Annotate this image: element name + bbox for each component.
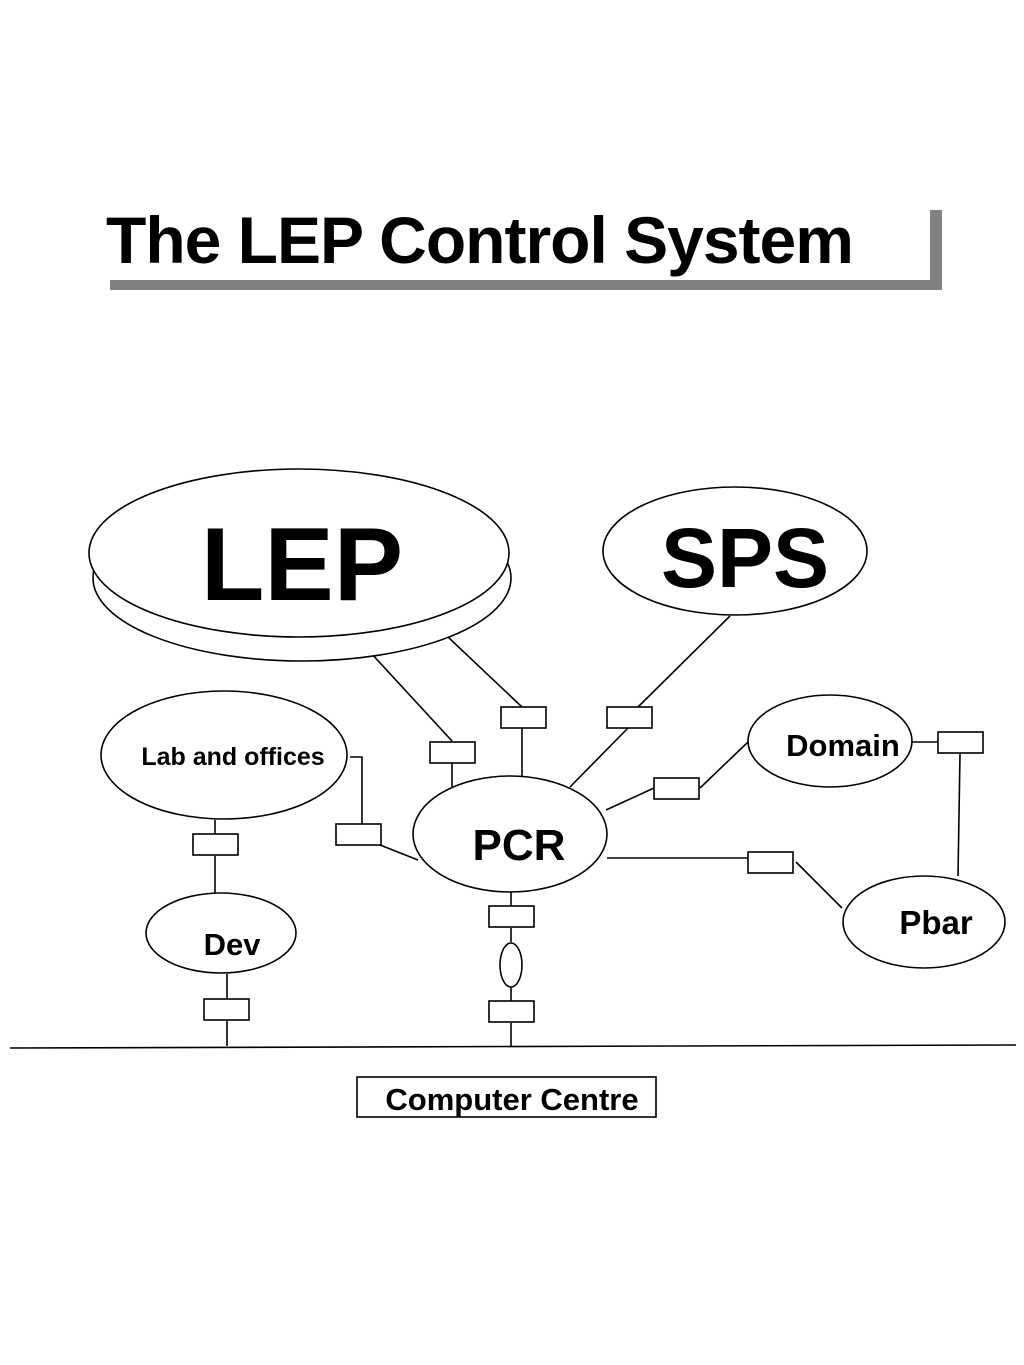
sps-label: SPS — [661, 511, 829, 605]
dev-ellipse — [145, 892, 297, 974]
lep-ring-inner — [88, 468, 510, 638]
connector-box — [500, 706, 547, 729]
lep-ring: LEP — [88, 468, 512, 662]
title-shadow-side — [928, 210, 942, 290]
backbone-line — [9, 1044, 1017, 1049]
sps-node: SPS — [602, 486, 868, 616]
pcr-label: PCR — [473, 821, 566, 870]
connector-box — [429, 741, 476, 764]
pbar-ellipse — [842, 875, 1006, 969]
dev-node: Dev — [145, 892, 297, 974]
pbar-node: Pbar — [842, 875, 1006, 969]
connector-box — [488, 905, 535, 928]
connector-box — [192, 833, 239, 856]
connector-box — [606, 706, 653, 729]
lab-node: Lab and offices — [100, 690, 348, 820]
link-box-pcr — [379, 844, 419, 861]
domain-label: Domain — [786, 728, 900, 763]
connector-box — [488, 1000, 535, 1023]
connector-box — [937, 731, 984, 754]
sps-ellipse — [602, 486, 868, 616]
link-lab-box — [350, 756, 363, 824]
domain-ellipse — [747, 694, 913, 788]
pbar-label: Pbar — [899, 904, 973, 941]
lep-label: LEP — [201, 507, 403, 623]
connector-boxes — [192, 706, 984, 1023]
pcr-ellipse — [412, 775, 608, 893]
lab-ellipse — [100, 690, 348, 820]
computer-centre-label: Computer Centre — [385, 1082, 638, 1117]
page-title: The LEP Control System — [100, 200, 930, 280]
domain-node: Domain — [747, 694, 913, 788]
link-lep-pcr-a — [369, 651, 453, 742]
link-domain-pbar — [957, 753, 961, 877]
link-pcr-domain-a — [605, 787, 655, 811]
connector-box — [747, 851, 794, 874]
link-sps-pcr — [569, 727, 629, 788]
dev-label: Dev — [204, 927, 262, 962]
link-pcr-domain-b — [699, 741, 749, 789]
small-oval-connector — [499, 942, 523, 988]
computer-centre: Computer Centre — [356, 1076, 657, 1118]
connector-box — [653, 777, 700, 800]
connector-box — [203, 998, 250, 1021]
connector-box — [335, 823, 382, 846]
link-sps — [637, 615, 731, 708]
lab-label: Lab and offices — [141, 743, 324, 771]
pcr-node: PCR — [412, 775, 608, 893]
link-pcr-pbar-b — [795, 861, 843, 909]
computer-centre-box — [356, 1076, 657, 1118]
connection-lines — [9, 615, 1017, 1049]
